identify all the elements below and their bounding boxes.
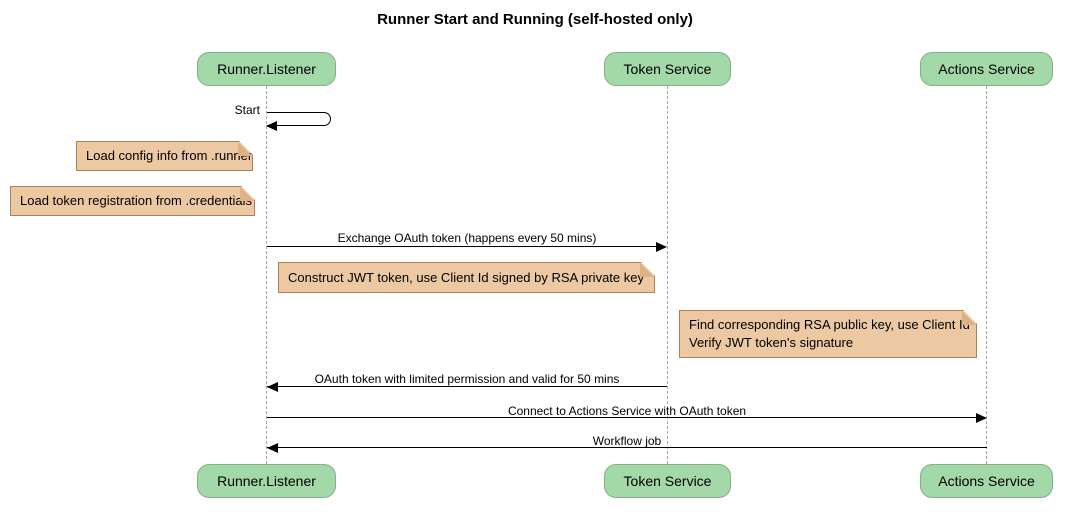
actor-token-service-bottom: Token Service [604, 464, 731, 498]
actor-label: Actions Service [938, 61, 1035, 77]
note-load-config: Load config info from .runner [76, 141, 253, 171]
message-exchange-oauth-arrowhead [656, 242, 667, 252]
message-exchange-oauth-label: Exchange OAuth token (happens every 50 m… [337, 231, 597, 245]
message-workflow-job-label: Workflow job [592, 434, 662, 448]
actor-actions-service-top: Actions Service [920, 52, 1053, 86]
lifeline-runner-listener [266, 86, 267, 464]
note-text: Find corresponding RSA public key, use C… [689, 317, 970, 332]
actor-runner-listener-top: Runner.Listener [197, 52, 336, 86]
actor-actions-service-bottom: Actions Service [920, 464, 1053, 498]
lifeline-token-service [667, 86, 668, 464]
message-start-loop [267, 112, 331, 126]
note-fold-icon [640, 263, 654, 277]
actor-label: Runner.Listener [217, 61, 316, 77]
message-oauth-return-line [267, 386, 667, 387]
note-fold-icon [240, 187, 254, 201]
note-verify-jwt: Find corresponding RSA public key, use C… [679, 310, 977, 358]
actor-label: Token Service [623, 61, 712, 77]
diagram-title: Runner Start and Running (self-hosted on… [377, 11, 693, 28]
actor-runner-listener-bottom: Runner.Listener [197, 464, 336, 498]
note-text: Construct JWT token, use Client Id signe… [288, 269, 644, 285]
note-fold-icon [962, 311, 976, 325]
actor-token-service-top: Token Service [604, 52, 731, 86]
message-oauth-return-label: OAuth token with limited permission and … [314, 372, 620, 386]
message-connect-actions-arrowhead [976, 413, 987, 423]
note-load-token-registration: Load token registration from .credential… [10, 186, 255, 216]
note-construct-jwt: Construct JWT token, use Client Id signe… [278, 262, 655, 293]
actor-label: Runner.Listener [217, 473, 316, 489]
note-fold-icon [238, 142, 252, 156]
message-start-label: Start [234, 103, 260, 117]
note-text: Load config info from .runner [86, 148, 253, 163]
message-exchange-oauth-line [267, 246, 659, 247]
message-connect-actions-line [267, 417, 979, 418]
message-workflow-job-line [267, 447, 987, 448]
message-start-arrowhead [266, 121, 277, 131]
message-connect-actions-label: Connect to Actions Service with OAuth to… [507, 404, 747, 418]
note-text: Load token registration from .credential… [20, 193, 252, 208]
message-oauth-return-arrowhead [267, 382, 278, 392]
actor-label: Actions Service [938, 473, 1035, 489]
note-text: Verify JWT token's signature [689, 335, 854, 350]
actor-label: Token Service [623, 473, 712, 489]
message-workflow-job-arrowhead [267, 443, 278, 453]
lifeline-actions-service [986, 86, 987, 464]
